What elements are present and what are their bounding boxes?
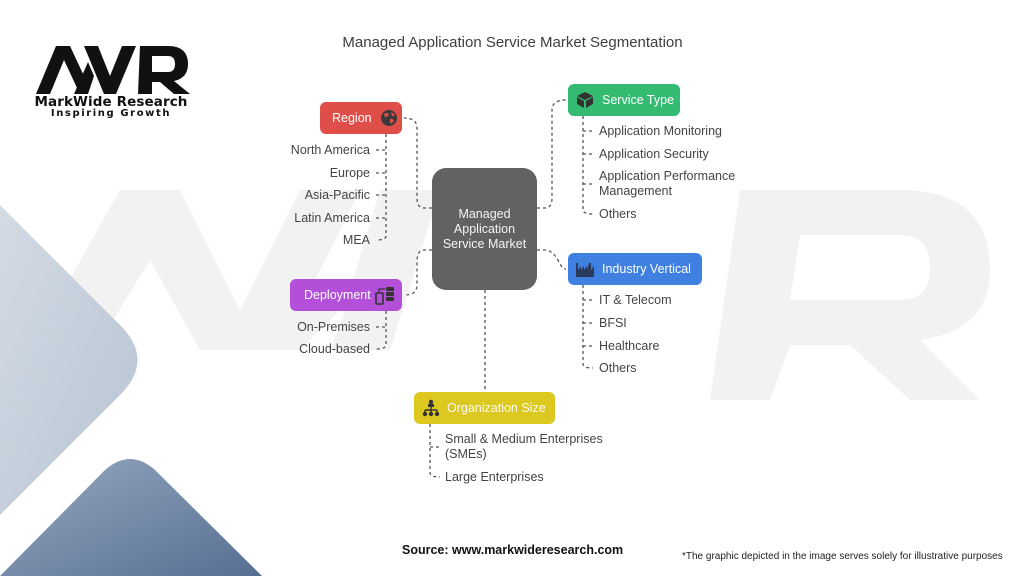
industry-item: BFSI (599, 316, 627, 330)
connector-center-industry (537, 249, 567, 270)
region-item: North America (290, 143, 370, 157)
connector-center-service (537, 99, 567, 209)
connector-region-items (375, 134, 387, 241)
category-label: Industry Vertical (602, 262, 691, 276)
decor-shape-dark (0, 459, 262, 576)
region-item: Europe (329, 166, 370, 180)
connector-deployment-items (375, 311, 387, 350)
brand-tagline: Inspiring Growth (50, 108, 172, 119)
diagram-title: Managed Application Service Market Segme… (342, 34, 683, 51)
category-label: Service Type (602, 93, 675, 107)
connector-service-items (582, 116, 594, 215)
category-region[interactable]: Region (320, 102, 402, 134)
category-deployment[interactable]: Deployment (290, 279, 402, 311)
box-icon (575, 90, 595, 110)
org-size-item: Large Enterprises (445, 470, 544, 484)
category-organization-size[interactable]: Organization Size (414, 392, 555, 424)
brand-name: MarkWide Research (34, 94, 188, 110)
globe-icon (379, 108, 399, 128)
category-label: Deployment (304, 288, 371, 302)
connector-org-items (429, 424, 441, 478)
connector-center-deployment (403, 249, 432, 296)
region-item: MEA (342, 233, 370, 247)
center-node-label: Managed Application Service Market (442, 206, 527, 251)
category-label: Region (332, 111, 372, 125)
source-citation: Source: www.markwideresearch.com (402, 543, 624, 557)
deployment-item: On-Premises (297, 320, 370, 334)
category-industry-vertical[interactable]: Industry Vertical (568, 253, 702, 285)
disclaimer-note: *The graphic depicted in the image serve… (682, 551, 1003, 562)
org-size-item: Small & Medium Enterprises (SMEs) (445, 432, 603, 461)
decor-shape-light (0, 205, 138, 515)
category-label: Organization Size (447, 401, 546, 415)
industry-item: Others (599, 361, 637, 375)
region-item: Latin America (294, 211, 370, 225)
server-phone-icon (374, 285, 395, 305)
industry-item: Healthcare (599, 339, 660, 353)
industry-item: IT & Telecom (599, 293, 672, 307)
connector-industry-items (582, 285, 594, 369)
service-type-item: Application Security (599, 147, 709, 161)
service-type-item: Application Performance Management (599, 169, 736, 198)
factory-icon (575, 259, 595, 279)
service-type-item: Application Monitoring (599, 124, 722, 138)
center-node[interactable]: Managed Application Service Market (432, 168, 537, 290)
service-type-item: Others (599, 207, 637, 221)
category-service-type[interactable]: Service Type (568, 84, 680, 116)
region-item: Asia-Pacific (304, 188, 370, 202)
deployment-item: Cloud-based (299, 342, 370, 356)
brand-logo-mark (36, 46, 190, 94)
connector-center-region (403, 117, 432, 209)
org-chart-icon (421, 398, 441, 418)
